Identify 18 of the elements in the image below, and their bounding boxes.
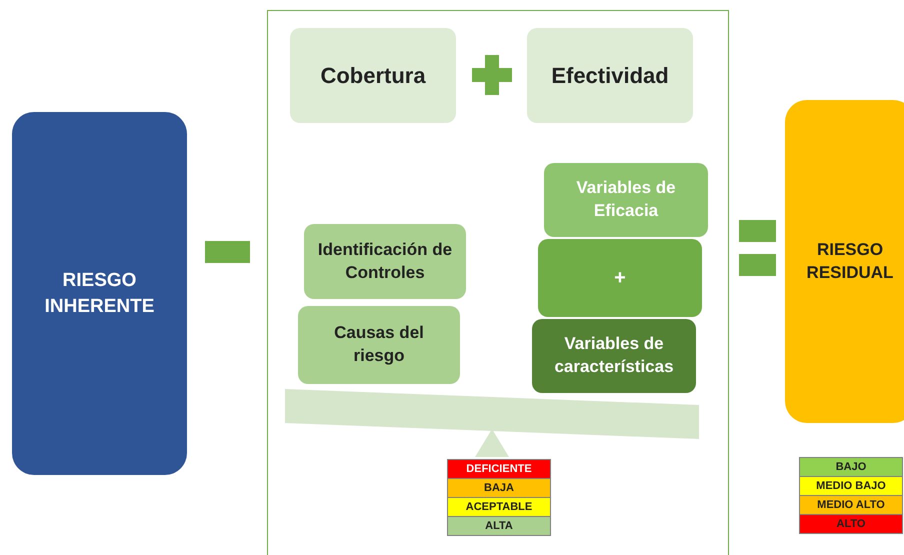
- rating-cell: DEFICIENTE: [447, 459, 551, 479]
- risk-box: RIESGO RESIDUAL: [785, 100, 904, 423]
- rating-cell: MEDIO BAJO: [799, 476, 903, 496]
- weight-box: Variables de Eficacia: [544, 163, 708, 237]
- weight-box: Identificación de Controles: [304, 224, 466, 299]
- rating-cell: BAJA: [447, 478, 551, 498]
- rating-cell: BAJO: [799, 457, 903, 477]
- frame-panel: [267, 10, 729, 555]
- factor-box: Efectividad: [527, 28, 693, 123]
- risk-box: RIESGO INHERENTE: [12, 112, 187, 475]
- factor-box: Cobertura: [290, 28, 456, 123]
- rating-cell: MEDIO ALTO: [799, 495, 903, 515]
- weight-box: Variables de características: [532, 319, 696, 393]
- weight-box: Causas del riesgo: [298, 306, 460, 384]
- weight-box: +: [538, 239, 702, 317]
- rating-cell: ACEPTABLE: [447, 497, 551, 517]
- rating-cell: ALTA: [447, 516, 551, 536]
- rating-cell: ALTO: [799, 514, 903, 534]
